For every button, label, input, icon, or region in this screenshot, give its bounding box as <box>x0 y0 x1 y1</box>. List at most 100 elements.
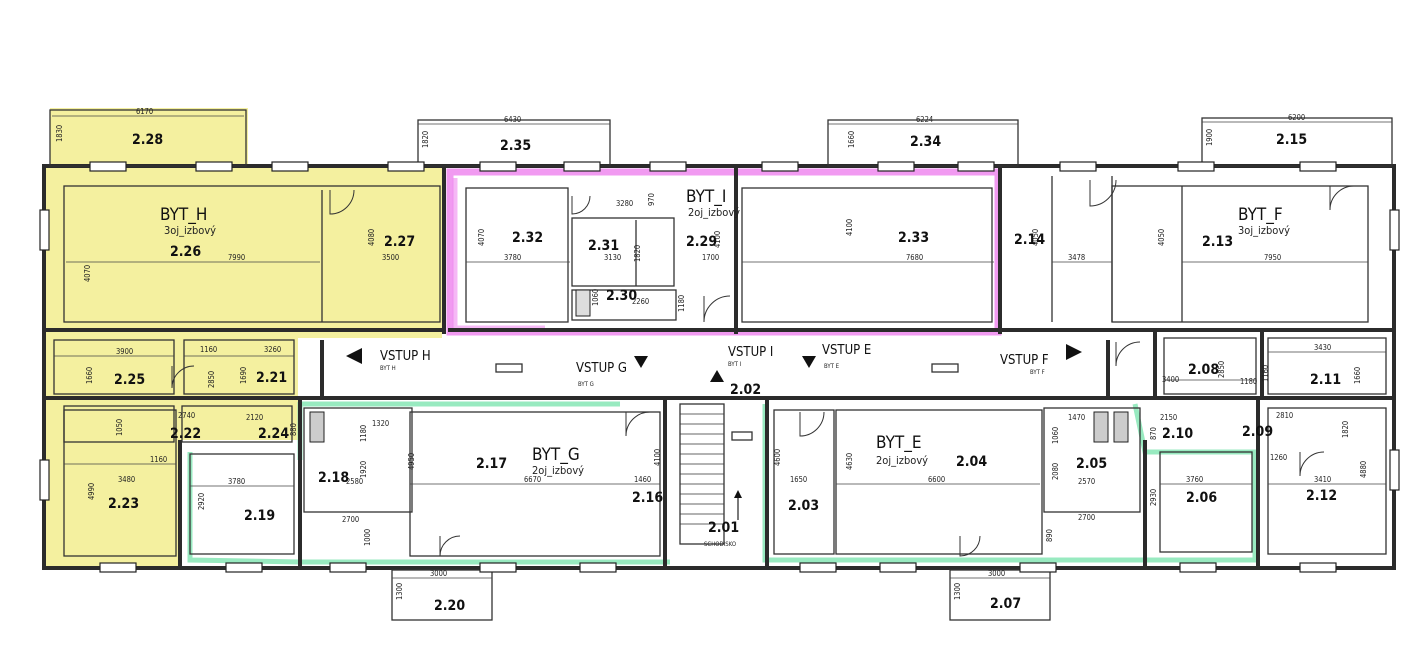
room-number: 2.12 <box>1306 488 1337 504</box>
dim-label: 1690 <box>239 367 248 384</box>
room-number: 2.15 <box>1276 132 1307 148</box>
dim-label: 3130 <box>604 253 621 262</box>
dim-label: 6200 <box>1288 113 1305 122</box>
dim-label: 2920 <box>197 493 206 510</box>
walls <box>42 164 1396 570</box>
room-labels: 2.28 2.26 2.27 2.25 2.21 2.22 2.24 2.23 … <box>108 132 1341 614</box>
room-number: 2.26 <box>170 244 201 260</box>
room-number: 2.19 <box>244 508 275 524</box>
arrow-down-icon <box>802 356 816 368</box>
entrance-sub: BYT E <box>824 363 840 370</box>
dim-label: 7990 <box>228 253 245 262</box>
entrance-sub: BYT I <box>728 361 742 368</box>
unit-type: 2oj_izbový <box>532 464 584 477</box>
dim-label: 1660 <box>1353 367 1362 384</box>
dim-label: 6670 <box>524 475 541 484</box>
dim-label: 1470 <box>1068 413 1085 422</box>
unit-labels: BYT_H 3oj_izbový BYT_I 2oj_izbový BYT_F … <box>160 187 1290 477</box>
dim-label: 4600 <box>773 449 782 466</box>
dim-label: 2700 <box>1078 513 1095 522</box>
room-number: 2.18 <box>318 470 349 486</box>
room-number: 2.35 <box>500 138 531 154</box>
dim-label: 1460 <box>634 475 651 484</box>
arrow-left-icon <box>346 348 362 364</box>
dim-label: 1180 <box>677 295 686 312</box>
dim-label: 2810 <box>1276 411 1293 420</box>
room-number: 2.33 <box>898 230 929 246</box>
entrance-label: VSTUP E <box>822 343 871 358</box>
entrance-sub: BYT F <box>1030 369 1045 376</box>
windows <box>39 161 1400 573</box>
sanitary <box>309 289 1129 443</box>
dim-label: 2150 <box>1160 413 1177 422</box>
entrance-label: VSTUP I <box>728 345 773 360</box>
room-number: 2.29 <box>686 234 717 250</box>
dim-label: 1900 <box>1205 129 1214 146</box>
room-number: 2.01 <box>708 520 739 536</box>
entrance-arrows <box>346 344 1082 382</box>
dim-label: 3780 <box>228 477 245 486</box>
dim-label: 1160 <box>200 345 217 354</box>
dim-label: 4050 <box>1031 229 1040 246</box>
dim-label: 1060 <box>591 289 600 306</box>
staircase <box>679 403 753 545</box>
dim-label: 4100 <box>653 449 662 466</box>
dim-label: 3480 <box>118 475 135 484</box>
dim-label: 2700 <box>342 515 359 524</box>
dim-label: 1660 <box>85 367 94 384</box>
dim-label: 3760 <box>1186 475 1203 484</box>
room-number: 2.20 <box>434 598 465 614</box>
dim-label: 4070 <box>477 229 486 246</box>
dim-label: 870 <box>1149 427 1158 440</box>
dim-label: 3900 <box>116 347 133 356</box>
dim-label: 3430 <box>1314 343 1331 352</box>
dim-label: 1650 <box>790 475 807 484</box>
stair-label: SCHODISKO <box>704 541 736 548</box>
room-number: 2.07 <box>990 596 1021 612</box>
dim-label: 3400 <box>1162 375 1179 384</box>
dim-label: 1000 <box>363 529 372 546</box>
dim-label: 2080 <box>1051 463 1060 480</box>
partitions <box>53 176 1387 557</box>
unit-type: 2oj_izbový <box>688 206 740 219</box>
dimension-labels: 6170 1830 6430 1820 6224 1660 6200 1900 … <box>55 107 1368 600</box>
dim-label: 7950 <box>1264 253 1281 262</box>
entrance-label: VSTUP F <box>1000 353 1049 368</box>
unit-name: BYT_E <box>876 433 922 453</box>
dim-label: 1050 <box>115 419 124 436</box>
room-number: 2.22 <box>170 426 201 442</box>
room-number: 2.17 <box>476 456 507 472</box>
dim-label: 880 <box>289 423 298 436</box>
dim-label: 2740 <box>178 411 195 420</box>
room-number: 2.24 <box>258 426 289 442</box>
dim-label: 1160 <box>1261 365 1270 382</box>
room-number: 2.08 <box>1188 362 1219 378</box>
room-number: 2.28 <box>132 132 163 148</box>
dim-label: 3000 <box>430 569 447 578</box>
dim-label: 3000 <box>988 569 1005 578</box>
dim-label: 1700 <box>702 253 719 262</box>
doors <box>171 179 1355 557</box>
dim-label: 1820 <box>421 131 430 148</box>
dim-label: 7680 <box>906 253 923 262</box>
dim-label: 890 <box>1045 529 1054 542</box>
unit-type: 2oj_izbový <box>876 454 928 467</box>
room-number: 2.31 <box>588 238 619 254</box>
room-number: 2.21 <box>256 370 287 386</box>
dim-label: 2570 <box>1078 477 1095 486</box>
dim-label: 3280 <box>616 199 633 208</box>
entrance-label: VSTUP G <box>576 361 627 376</box>
dim-label: 970 <box>647 193 656 206</box>
dim-label: 1160 <box>150 455 167 464</box>
room-number: 2.34 <box>910 134 941 150</box>
entrance-labels: VSTUP H BYT H VSTUP G BYT G VSTUP I BYT … <box>380 343 1049 548</box>
arrow-down-icon <box>634 356 648 368</box>
dim-label: 6600 <box>928 475 945 484</box>
room-number: 2.06 <box>1186 490 1217 506</box>
unit-name: BYT_F <box>1238 205 1283 225</box>
dim-label: 1300 <box>953 583 962 600</box>
arrow-up-icon <box>710 370 724 382</box>
room-number: 2.30 <box>606 288 637 304</box>
entrance-sub: BYT G <box>578 381 594 388</box>
